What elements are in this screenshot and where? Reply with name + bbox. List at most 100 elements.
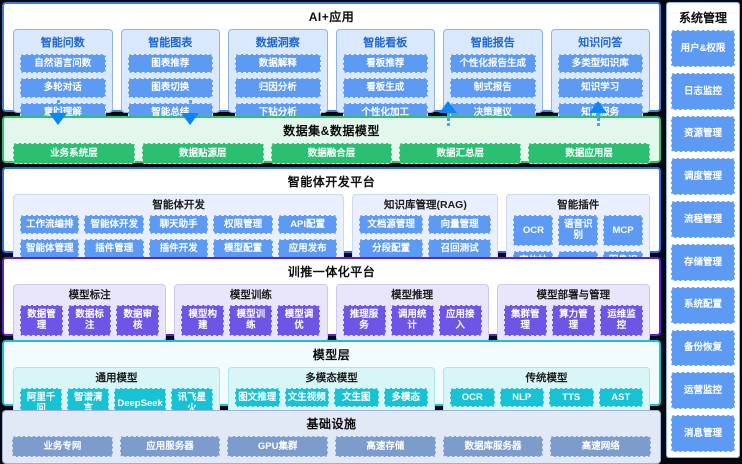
module-group-items: 数据管理数据标注数据审核 [20, 305, 160, 336]
module-pill: 应用发布 [277, 239, 338, 259]
flow-arrow-down-icon [180, 100, 200, 125]
app-column-title: 智能看板 [363, 37, 408, 49]
module-group: 模型部署与管理 集群管理算力管理运维监控 [496, 284, 650, 342]
module-pill: 业务系统层 [13, 143, 135, 165]
arrow-dotted-tail [596, 113, 600, 126]
module-pill: 模型训练 [229, 305, 273, 336]
module-group: 模型标注 数据管理数据标注数据审核 [13, 284, 167, 342]
module-pill: 数据标注 [68, 305, 112, 336]
module-pill: 工作流编排 [20, 215, 80, 235]
module-pill: 知识学习 [557, 78, 643, 98]
app-column-title: 智能问数 [40, 37, 85, 49]
module-pill: TTS [549, 388, 594, 408]
module-group-items: 推理服务调用统计应用接入 [342, 305, 482, 336]
module-pill: 归因分析 [235, 78, 321, 98]
dataset-band-title: 数据集&数据模型 [283, 124, 380, 138]
module-pill: 资源管理 [671, 115, 735, 153]
module-pill: 自然语言问数 [20, 54, 106, 74]
module-group-title: 通用模型 [95, 372, 138, 384]
model-band-title: 模型层 [312, 348, 351, 362]
training-groups: 模型标注 数据管理数据标注数据审核 模型训练 模型构建模型训练模型调优 模型推理… [13, 284, 650, 342]
module-pill: 存储管理 [671, 243, 735, 281]
module-group-title: 模型部署与管理 [536, 289, 611, 301]
arrow-head-up [589, 101, 607, 113]
module-group-items: 集群管理算力管理运维监控 [503, 305, 643, 336]
module-group-title: 知识库管理(RAG) [383, 199, 467, 211]
module-group: 模型推理 推理服务调用统计应用接入 [335, 284, 489, 342]
module-pill: 图表切换 [127, 78, 213, 98]
module-pill: OCR [513, 215, 554, 246]
module-pill: 模型配置 [213, 239, 273, 259]
module-group: 模型训练 模型构建模型训练模型调优 [174, 284, 328, 342]
module-pill: 运维监控 [599, 305, 643, 336]
module-pill: API配置 [277, 215, 338, 235]
module-group-title: 模型训练 [229, 289, 272, 301]
module-pill: 调用统计 [390, 305, 434, 336]
module-pill: 数据库服务器 [442, 436, 544, 458]
flow-arrow-up-icon [588, 101, 608, 126]
ai-app-band-title: AI+应用 [308, 10, 355, 24]
module-group-title: 传统模型 [525, 372, 568, 384]
module-group-items: 文档源管理向量管理分段配置召回测试 [359, 215, 492, 259]
module-pill: GPU集群 [227, 436, 329, 458]
app-capability-column: 智能图表 图表推荐图表切换智能总结 [120, 29, 220, 123]
module-pill: 多类型知识库 [557, 54, 643, 74]
arrow-head-down [181, 113, 199, 125]
training-band-title: 训推一体化平台 [287, 265, 376, 279]
module-pill: 推理服务 [342, 305, 386, 336]
app-column-title: 数据洞察 [255, 37, 300, 49]
system-management-sidebar: 系统管理 用户&权限日志监控资源管理调度管理流程管理存储管理系统配置备份恢复运营… [666, 2, 740, 458]
sidebar-items: 用户&权限日志监控资源管理调度管理流程管理存储管理系统配置备份恢复运营监控消息管… [671, 30, 735, 452]
ai-app-columns: 智能问数 自然语言问数多轮对话意图理解 智能图表 图表推荐图表切换智能总结 数据… [13, 29, 650, 123]
module-pill: 高速网络 [550, 436, 652, 458]
module-pill: 备份恢复 [671, 329, 735, 367]
module-pill: 调度管理 [671, 158, 735, 196]
module-group-title: 模型标注 [68, 289, 111, 301]
module-pill: 分段配置 [359, 239, 423, 259]
module-pill: 语音识别 [558, 215, 599, 246]
app-capability-column: 智能报告 个性化报告生成制式报告决策建议 [443, 29, 543, 123]
app-column-items: 数据解释归因分析下钻分析 [235, 54, 321, 123]
sidebar-title: 系统管理 [678, 11, 727, 25]
app-capability-column: 智能看板 看板推荐看板生成个性化加工 [335, 29, 435, 123]
module-pill: 个性化报告生成 [450, 54, 536, 74]
app-column-items: 看板推荐看板生成个性化加工 [342, 54, 428, 123]
main-architecture-column: AI+应用 智能问数 自然语言问数多轮对话意图理解 智能图表 图表推荐图表切换智… [2, 2, 661, 464]
module-group-title: 智能体开发 [152, 199, 205, 211]
module-pill: 消息管理 [671, 415, 735, 452]
module-pill: 数据贴源层 [141, 143, 264, 165]
agent-band-title: 智能体开发平台 [287, 175, 376, 189]
module-pill: 插件开发 [148, 239, 209, 259]
module-pill: 算力管理 [551, 305, 595, 336]
module-pill: 模型构建 [181, 305, 225, 336]
module-pill: 图表推荐 [127, 54, 213, 74]
module-group-items: 图文推理文生视频文生图多模态 [235, 388, 428, 408]
module-pill: NLP [499, 388, 544, 408]
module-pill: 模型调优 [277, 305, 321, 336]
module-pill: 数据管理 [20, 305, 64, 336]
module-pill: 数据融合层 [270, 143, 393, 165]
module-pill: OCR [450, 388, 495, 408]
app-column-items: 个性化报告生成制式报告决策建议 [450, 54, 536, 123]
training-platform-band: 训推一体化平台 模型标注 数据管理数据标注数据审核 模型训练 模型构建模型训练模… [2, 257, 661, 342]
app-column-items: 图表推荐图表切换智能总结 [127, 54, 213, 123]
module-pill: 制式报告 [450, 78, 536, 98]
module-pill: 插件管理 [84, 239, 144, 259]
module-pill: 用户&权限 [671, 30, 735, 67]
module-pill: 运营监控 [671, 372, 735, 410]
module-pill: 集群管理 [503, 305, 547, 336]
module-pill: 看板生成 [342, 78, 428, 98]
module-pill: 多轮对话 [20, 78, 106, 98]
module-pill: 文生图 [334, 388, 379, 408]
module-pill: 文档源管理 [359, 215, 423, 235]
module-pill: 权限管理 [213, 215, 273, 235]
module-pill: AST [598, 388, 643, 408]
arrow-head-down [49, 113, 67, 125]
module-pill: 智能体管理 [20, 239, 80, 259]
app-column-title: 智能图表 [148, 37, 193, 49]
module-pill: 应用接入 [438, 305, 482, 336]
